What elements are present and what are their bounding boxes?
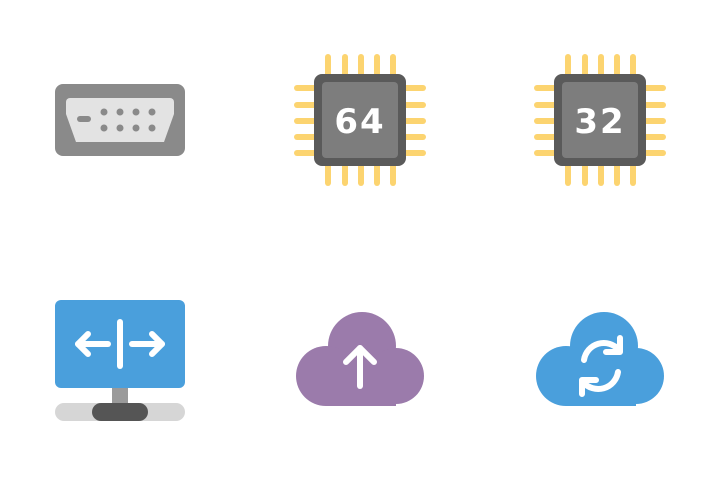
cpu-64-graphic: 64 xyxy=(294,54,426,186)
cpu-32-bit-icon: 32 xyxy=(530,50,670,190)
cloud-upload-icon xyxy=(290,290,430,430)
cpu-32-graphic: 32 xyxy=(534,54,666,186)
cpu-64-bit-icon: 64 xyxy=(290,50,430,190)
vga-port-graphic xyxy=(55,84,185,156)
cloud-sync-graphic xyxy=(536,312,664,406)
network-monitor-icon xyxy=(50,290,190,430)
cloud-upload-graphic xyxy=(296,312,424,406)
vga-port-icon xyxy=(50,50,190,190)
cpu-64-label: 64 xyxy=(334,102,385,142)
cpu-32-label: 32 xyxy=(574,102,625,142)
network-monitor-graphic xyxy=(55,300,185,421)
cloud-sync-icon xyxy=(530,290,670,430)
